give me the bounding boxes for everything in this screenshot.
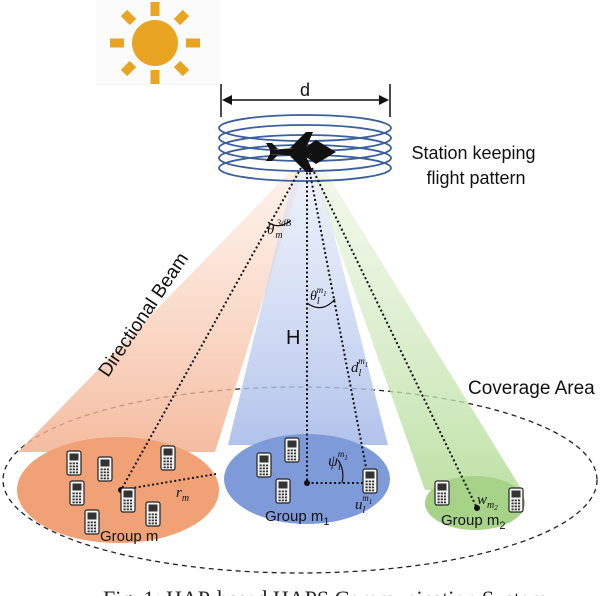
d-l-label: dlm1: [351, 356, 368, 379]
group-m1-label: Group m1: [265, 508, 329, 528]
coverage-area-label: Coverage Area: [468, 378, 595, 399]
u-label: ulm1: [355, 493, 372, 516]
angle-arc-theta-3db: [267, 220, 291, 227]
phone-icon: [145, 501, 161, 527]
angle-arc-psi: [337, 459, 344, 484]
group-m-label: Group m: [100, 528, 158, 545]
theta-3db-label: θm3dB: [267, 218, 292, 241]
phone-icon: [120, 487, 136, 513]
phone-icon: [256, 452, 272, 478]
r-label: rm: [176, 485, 189, 504]
psi-label: ψlm1: [328, 449, 348, 473]
phone-icon: [508, 487, 524, 513]
beam-orange: [18, 172, 303, 452]
group-m2-area: [425, 476, 525, 530]
phone-icon: [434, 480, 450, 506]
station-keeping-label: Station keeping flight pattern: [411, 143, 540, 188]
center-group-m1: [304, 480, 310, 486]
angle-arc-theta-l: [306, 298, 336, 309]
user-phones: [66, 437, 524, 535]
aircraft-icon: [266, 132, 336, 172]
theta-l-label: θlm1: [310, 285, 327, 307]
beam-green: [312, 172, 522, 490]
sun-icon: [96, 0, 220, 86]
group-m2-label: Group m2: [441, 512, 505, 532]
phone-icon: [66, 450, 82, 476]
phone-icon: [69, 480, 85, 506]
dotted-lines: [120, 167, 478, 509]
phone-icon: [160, 445, 176, 471]
phone-icon: [362, 468, 378, 494]
figure-caption: Fig. 1: HAP-based HAPS Communication Sys…: [103, 586, 547, 596]
phone-icon: [284, 437, 300, 463]
h-label: H: [286, 327, 300, 349]
phone-icon: [84, 509, 100, 535]
d-dimension-arrow: [220, 84, 391, 117]
phone-icon: [97, 456, 113, 482]
d-label: d: [300, 80, 310, 100]
w-label: wm2: [477, 492, 498, 512]
center-group-m2: [474, 505, 480, 511]
phone-icon: [275, 478, 291, 504]
